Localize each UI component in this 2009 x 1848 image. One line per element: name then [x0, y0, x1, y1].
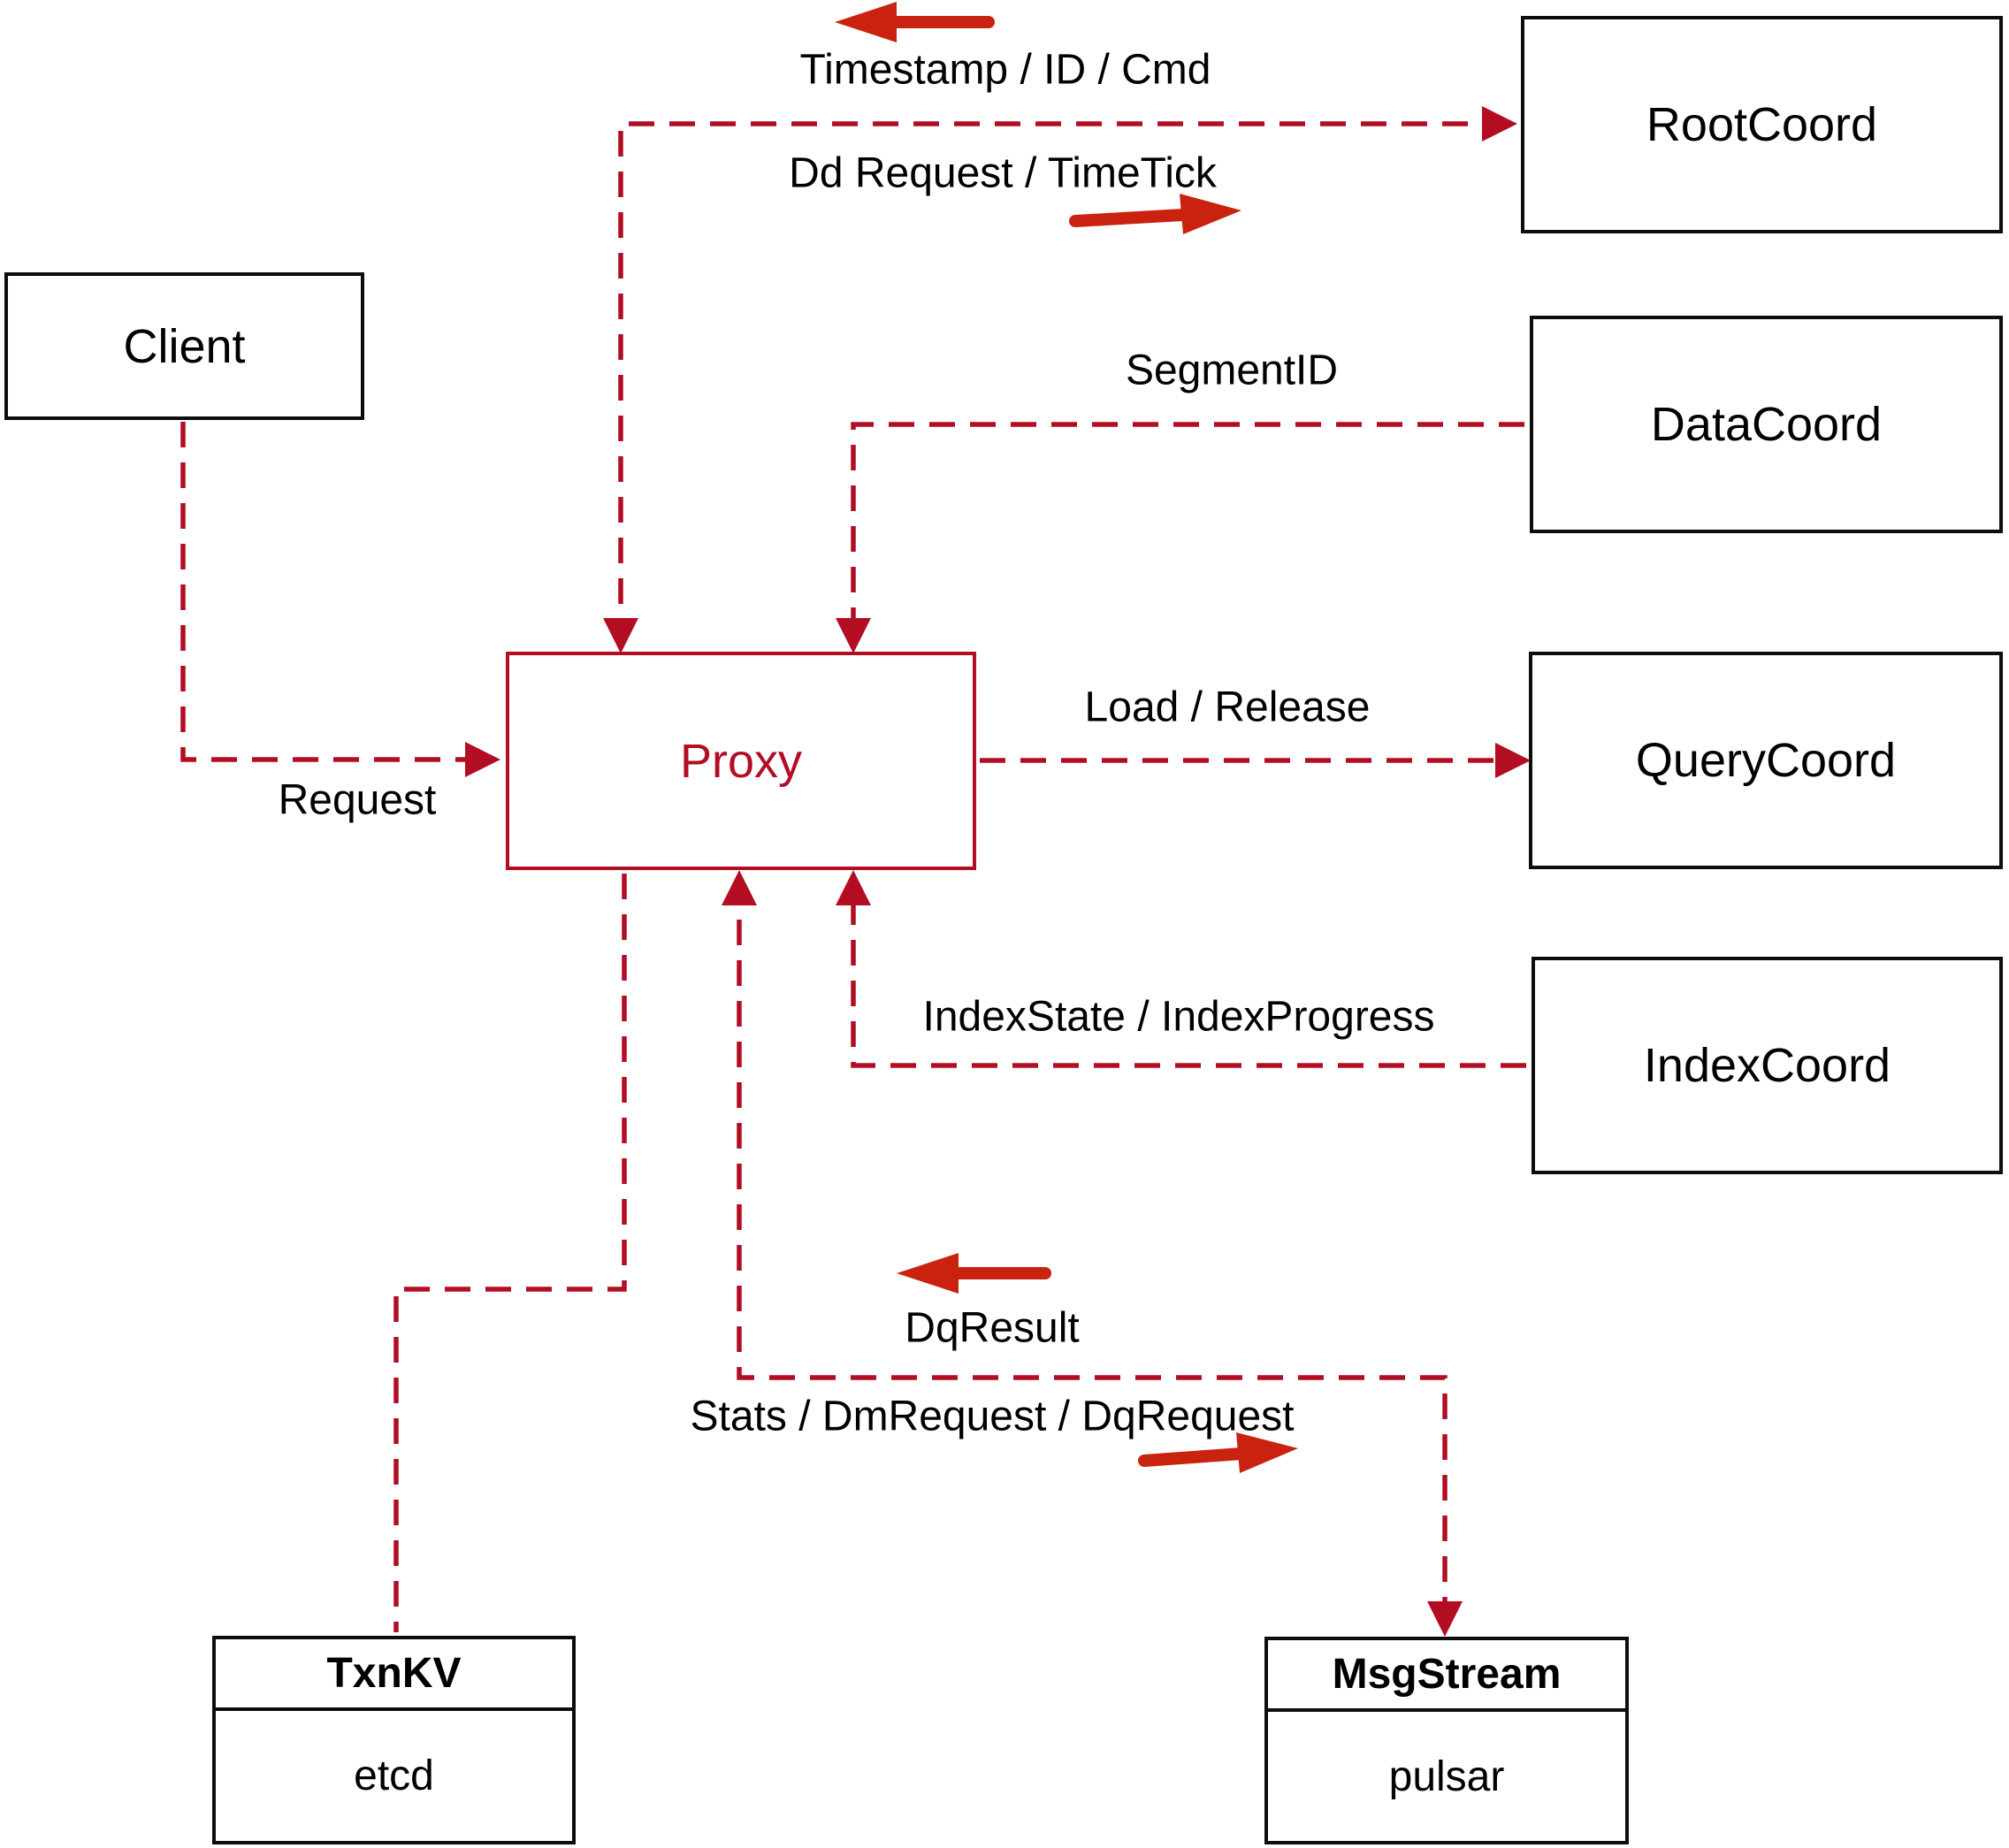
node-querycoord: QueryCoord [1529, 652, 2003, 869]
arrow-left-dqresult-icon [897, 1253, 1051, 1294]
node-txnkv-subtitle: etcd [354, 1753, 434, 1799]
connector-datacoord-proxy [836, 422, 1524, 653]
edge-label-stats-dm-dq-request: Stats / DmRequest / DqRequest [690, 1393, 1295, 1440]
node-client-label: Client [123, 319, 246, 373]
node-indexcoord: IndexCoord [1532, 957, 2003, 1174]
node-txnkv-title: TxnKV [216, 1639, 572, 1711]
node-rootcoord: RootCoord [1521, 16, 2003, 233]
edge-label-dq-result: DqResult [905, 1304, 1080, 1352]
connector-proxy-txnkv [393, 874, 627, 1632]
arrow-right-ddrequest-icon [1069, 194, 1241, 234]
node-datacoord: DataCoord [1530, 316, 2003, 533]
node-proxy: Proxy [506, 652, 976, 870]
edge-label-timestamp-id-cmd: Timestamp / ID / Cmd [799, 46, 1211, 94]
node-datacoord-label: DataCoord [1650, 398, 1883, 451]
arrow-right-stats-icon [1138, 1432, 1298, 1473]
arrow-left-timestamp-icon [835, 2, 995, 42]
node-msgstream: MsgStream pulsar [1264, 1637, 1629, 1844]
node-msgstream-subtitle: pulsar [1388, 1753, 1505, 1800]
edge-label-dd-request-timetick: Dd Request / TimeTick [789, 149, 1217, 197]
edge-label-load-release: Load / Release [1084, 683, 1371, 731]
connector-proxy-rootcoord [603, 106, 1517, 653]
node-client: Client [4, 272, 364, 420]
edge-label-segment-id: SegmentID [1125, 347, 1339, 394]
node-txnkv: TxnKV etcd [212, 1636, 576, 1844]
node-msgstream-title: MsgStream [1268, 1640, 1625, 1712]
connector-client-proxy [180, 422, 500, 777]
edge-label-index-state-progress: IndexState / IndexProgress [922, 993, 1435, 1041]
node-proxy-label: Proxy [679, 734, 803, 788]
node-querycoord-label: QueryCoord [1635, 734, 1897, 787]
edge-label-request: Request [278, 776, 437, 824]
node-indexcoord-label: IndexCoord [1643, 1039, 1891, 1092]
node-rootcoord-label: RootCoord [1646, 98, 1878, 151]
connector-proxy-msgstream [722, 870, 1463, 1637]
